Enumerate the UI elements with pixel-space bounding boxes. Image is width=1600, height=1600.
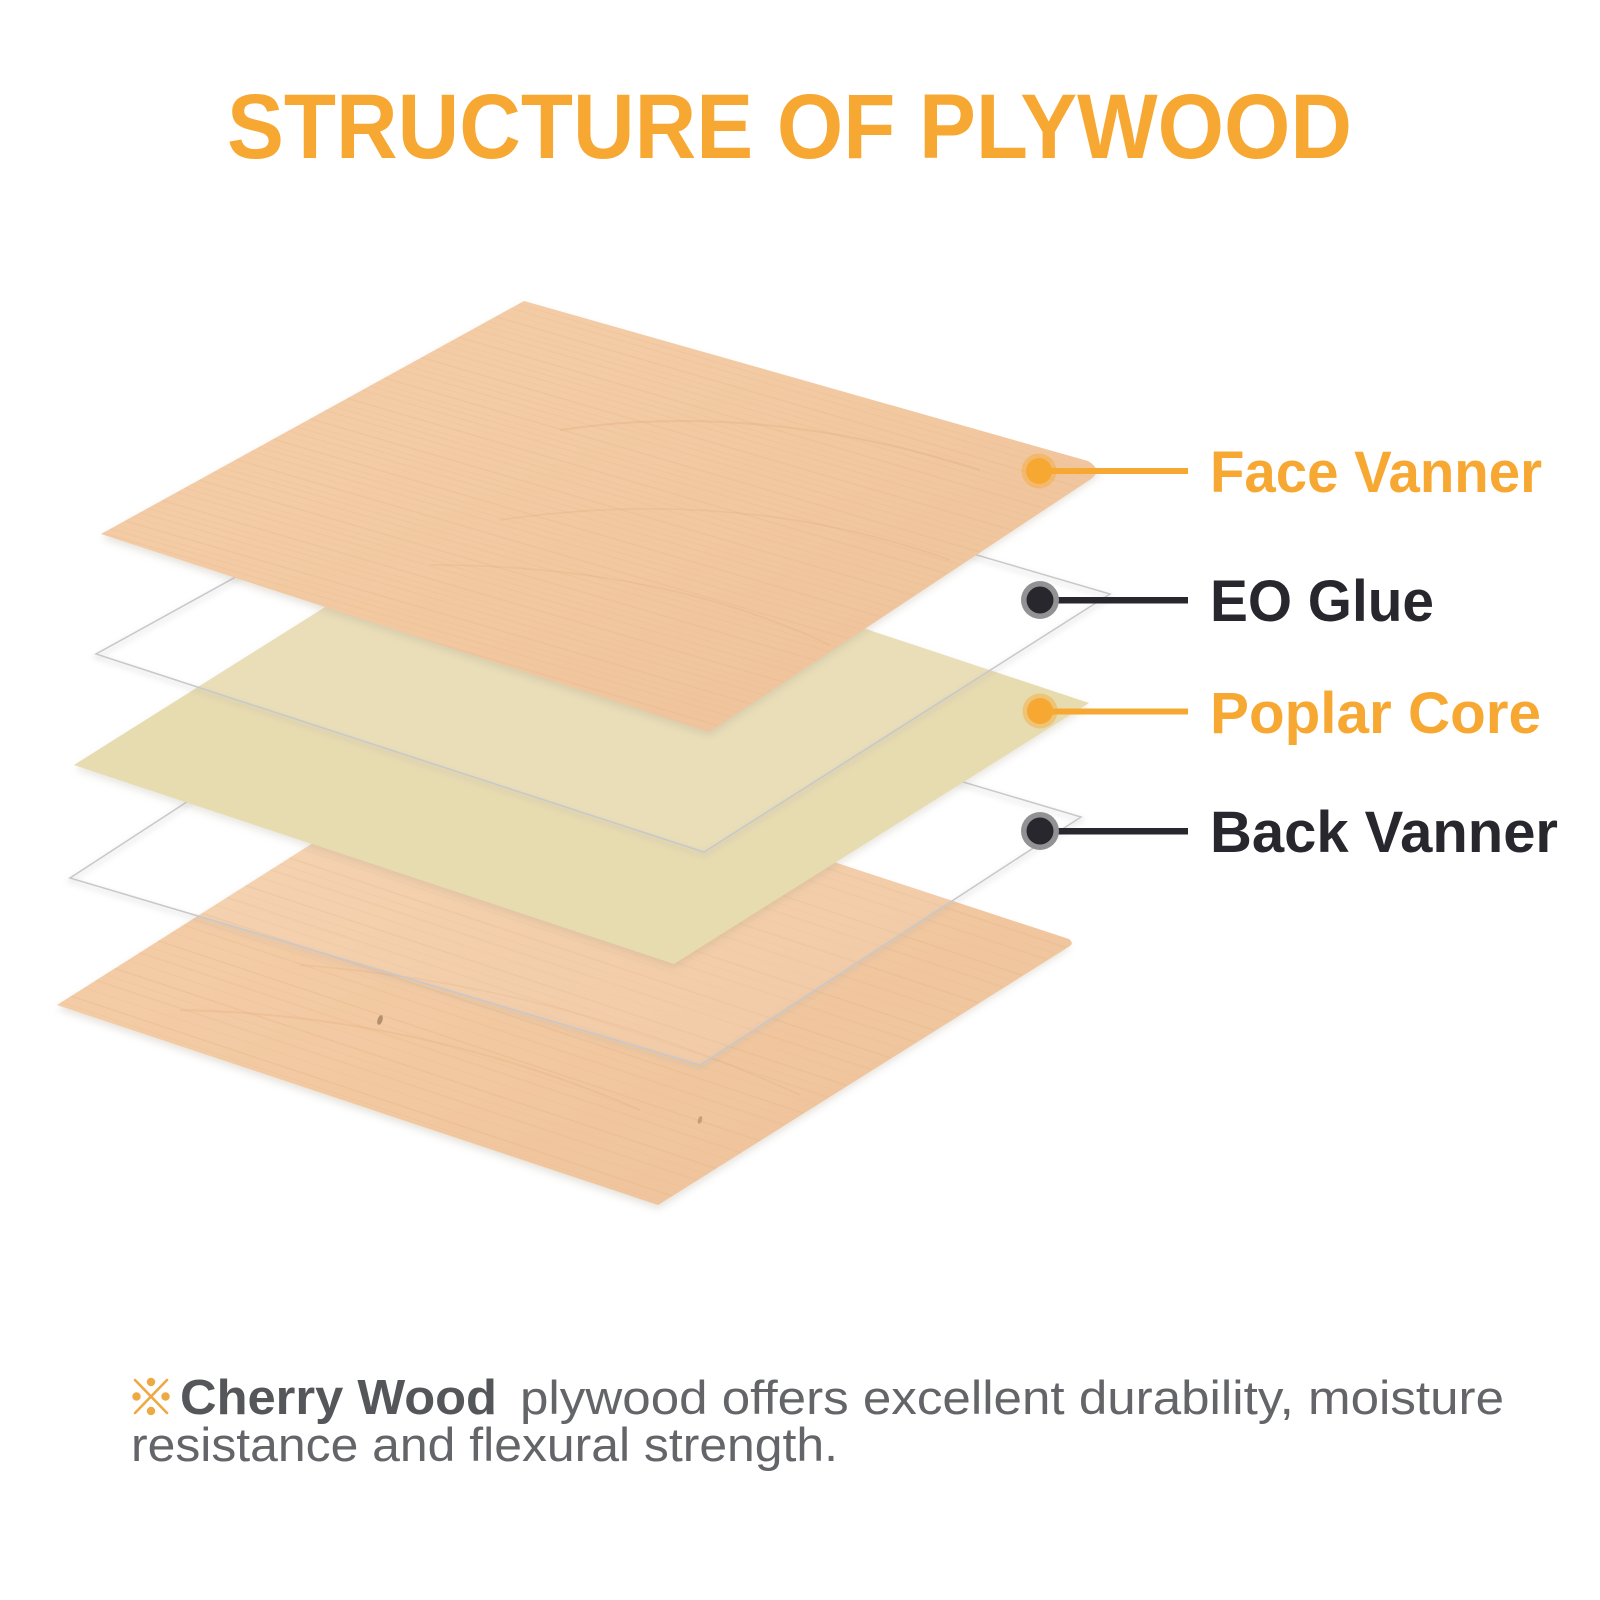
svg-text:Poplar Core: Poplar Core: [1210, 681, 1541, 746]
svg-text:resistance and flexural streng: resistance and flexural strength.: [131, 1418, 838, 1471]
svg-text:plywood offers excellent durab: plywood offers excellent durability, moi…: [520, 1371, 1504, 1424]
svg-text:Face Vanner: Face Vanner: [1210, 440, 1542, 505]
svg-text:Back Vanner: Back Vanner: [1210, 800, 1558, 865]
svg-text:Cherry Wood: Cherry Wood: [180, 1371, 497, 1425]
svg-text:STRUCTURE OF PLYWOOD: STRUCTURE OF PLYWOOD: [227, 76, 1352, 178]
svg-text:EO Glue: EO Glue: [1210, 569, 1434, 634]
